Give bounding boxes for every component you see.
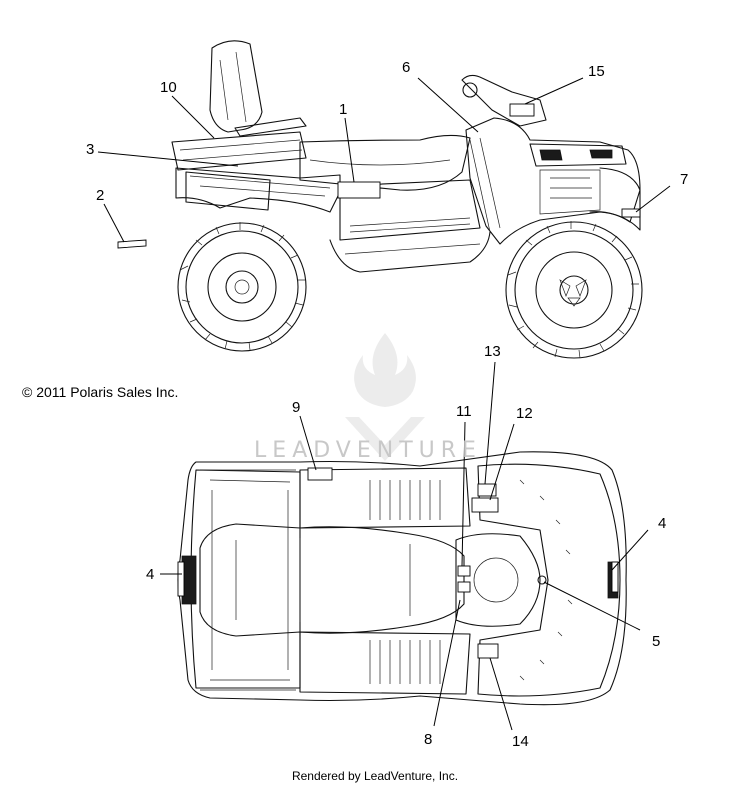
footwell — [339, 179, 481, 241]
top-footwell-lower — [299, 631, 471, 695]
callout-11: 11 — [456, 403, 472, 420]
top-rear-rack — [190, 469, 301, 689]
rear-rack — [171, 131, 307, 171]
passenger-backrest — [209, 40, 263, 133]
callout-5: 5 — [652, 633, 660, 650]
decal-13 — [477, 483, 497, 497]
decal-7-front — [621, 208, 641, 218]
footer-text: Rendered by LeadVenture, Inc. — [291, 769, 459, 783]
decal-11-upper — [457, 565, 471, 577]
decal-15-pod — [509, 103, 535, 117]
callout-7: 7 — [680, 171, 688, 188]
copyright-text: © 2011 Polaris Sales Inc. — [22, 384, 179, 400]
top-footwell-upper — [299, 467, 471, 529]
decal-1-side-panel — [337, 181, 381, 199]
seat — [299, 134, 471, 191]
handlebars — [461, 74, 547, 127]
front-rack — [529, 143, 627, 167]
callout-9: 9 — [292, 399, 300, 416]
decal-2-loose — [117, 239, 147, 249]
callout-4-rear: 4 — [146, 566, 154, 583]
decal-9 — [307, 467, 333, 481]
decal-11-lower — [457, 581, 471, 593]
top-front-rack — [477, 463, 621, 697]
flame-v-logo-icon — [345, 333, 425, 461]
callout-13: 13 — [484, 343, 501, 360]
top-handlebar-pod — [455, 533, 541, 627]
top-body-outline — [177, 451, 627, 706]
callout-4-front: 4 — [658, 515, 666, 532]
watermark-text: LEADVENTURE — [254, 438, 482, 463]
atv-side-view — [117, 40, 643, 359]
callout-12: 12 — [516, 405, 533, 422]
front-wheel — [505, 221, 643, 359]
rear-wheel — [177, 222, 307, 352]
callout-6: 6 — [402, 59, 410, 76]
top-seat — [199, 523, 465, 637]
callout-2: 2 — [96, 187, 104, 204]
decal-14 — [477, 643, 499, 659]
callout-15: 15 — [588, 63, 605, 80]
decal-4-rear — [177, 561, 185, 597]
atv-top-view — [177, 451, 627, 706]
callout-1: 1 — [339, 101, 347, 118]
decal-4-front — [611, 561, 619, 593]
front-body — [465, 117, 641, 245]
callout-10: 10 — [160, 79, 177, 96]
callout-8: 8 — [424, 731, 432, 748]
leader-lines — [97, 77, 671, 731]
callout-14: 14 — [512, 733, 529, 750]
callout-labels: 1 2 3 4 4 5 6 7 8 9 10 11 12 13 14 15 — [86, 59, 688, 750]
decal-12 — [471, 497, 499, 513]
callout-3: 3 — [86, 141, 94, 158]
rear-fender — [175, 167, 341, 213]
